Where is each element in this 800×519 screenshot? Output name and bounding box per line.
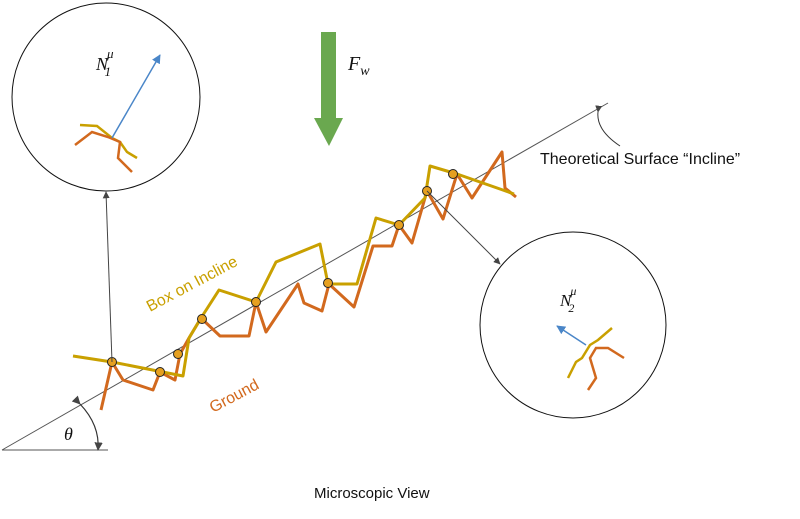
contact-point (155, 367, 165, 377)
box-profile (72, 164, 515, 378)
contact-point (323, 278, 333, 288)
zoom1-ground-profile (74, 130, 133, 173)
zoom-arrow-2 (426, 190, 501, 265)
contact-point (394, 220, 404, 230)
theoretical-incline-line (1, 102, 609, 451)
box-label: Box on Incline (144, 253, 241, 315)
surface-label: Theoretical Surface “Incline” (540, 151, 740, 168)
ground-profile (99, 150, 517, 411)
zoom-arrow-1 (102, 191, 113, 363)
gravity-force-arrow (314, 32, 343, 146)
caption: Microscopic View (314, 485, 430, 502)
force-label: Fw (347, 53, 370, 79)
zoom2-ground-profile (586, 346, 625, 391)
surface-pointer (595, 105, 621, 147)
normal2-arrow (556, 325, 587, 346)
contact-point (197, 314, 207, 324)
contact-point (448, 169, 458, 179)
normal1-arrow (111, 54, 161, 139)
angle-arc (71, 395, 103, 451)
contact-points (107, 169, 458, 377)
contact-point (173, 349, 183, 359)
ground-label: Ground (207, 376, 262, 416)
angle-label: θ (64, 424, 73, 444)
contact-point (251, 297, 261, 307)
zoom2-box-profile (566, 327, 613, 379)
